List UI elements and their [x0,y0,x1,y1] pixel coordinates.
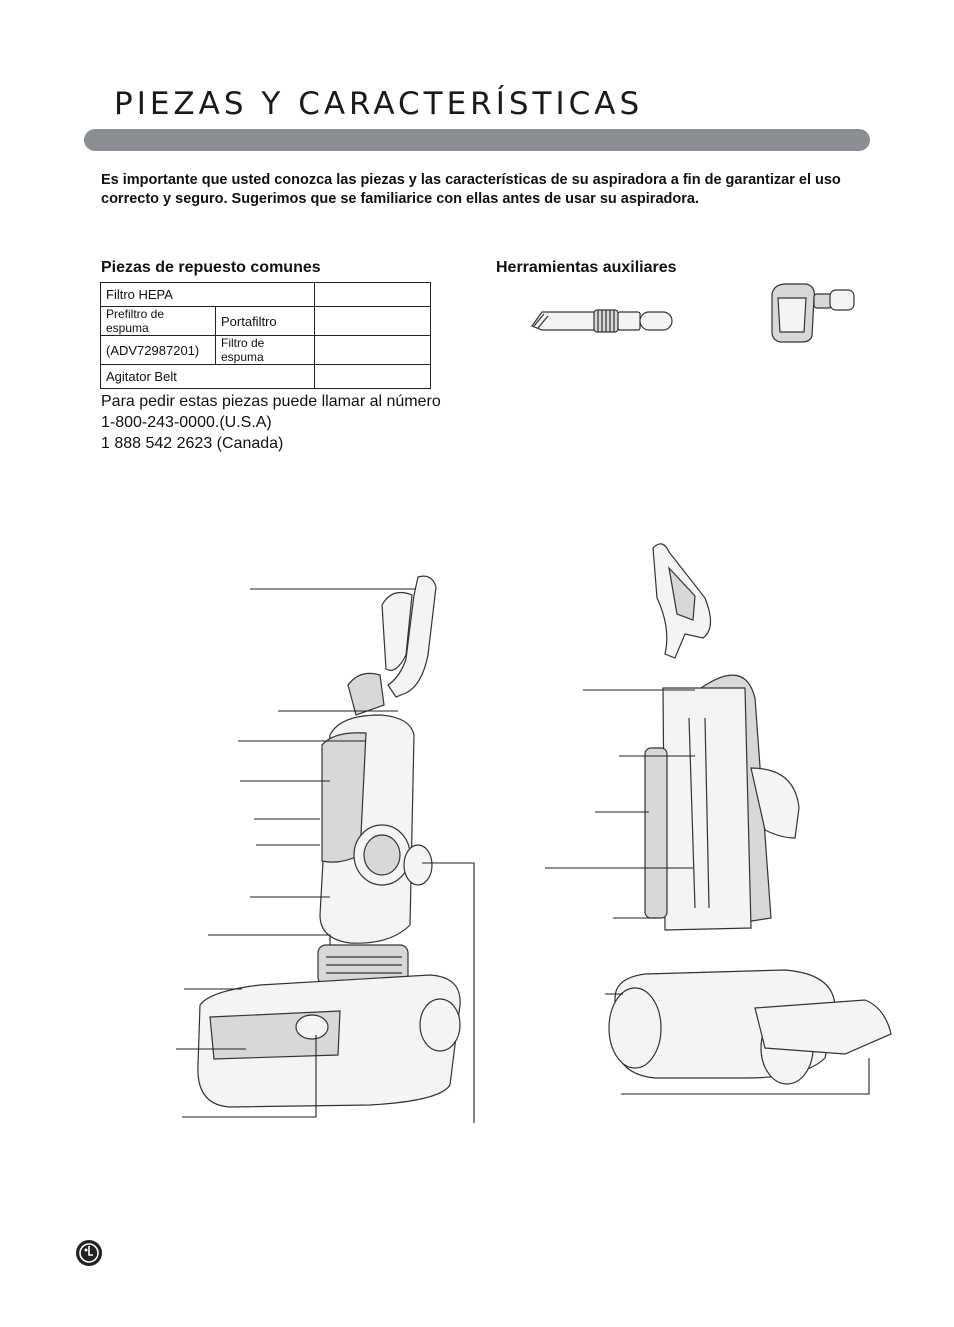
table-row: Filtro HEPA [100,282,431,307]
cell-foam-filter: Filtro de espuma [215,335,315,365]
lg-logo-icon [76,1240,102,1266]
vacuum-front-view-diagram [176,575,475,1123]
order-line-2: 1-800-243-0000.(U.S.A) [101,414,272,431]
cell-belt: Agitator Belt [100,364,315,389]
crevice-tool-icon [531,309,673,333]
page-title: PIEZAS Y CARACTERÍSTICAS [114,86,644,122]
dusting-brush-icon [771,283,855,343]
vacuum-rear-view-diagram [545,543,892,1095]
cell-hepa: Filtro HEPA [100,282,315,307]
order-line-1: Para pedir estas piezas puede llamar al … [101,393,441,410]
cell-empty [314,335,431,365]
cell-prefilter: Prefiltro de espuma [100,306,216,336]
lg-logo-mark [79,1243,99,1263]
table-row: (ADV72987201) Filtro de espuma [100,335,431,365]
title-divider-bar [84,129,870,151]
order-line-3: 1 888 542 2623 (Canada) [101,435,284,452]
cell-empty [314,364,431,389]
cell-empty [314,306,431,336]
parts-table: Filtro HEPA Prefiltro de espuma Portafil… [100,282,431,389]
cell-empty [314,282,431,307]
parts-heading: Piezas de repuesto comunes [101,259,321,276]
tools-heading: Herramientas auxiliares [496,259,677,276]
intro-paragraph: Es importante que usted conozca las piez… [101,172,841,207]
table-row: Prefiltro de espuma Portafiltro [100,306,431,336]
table-row: Agitator Belt [100,364,431,389]
cell-prefilter-code: (ADV72987201) [100,335,216,365]
order-info: Para pedir estas piezas puede llamar al … [101,391,441,454]
cell-filter-holder: Portafiltro [215,306,315,336]
